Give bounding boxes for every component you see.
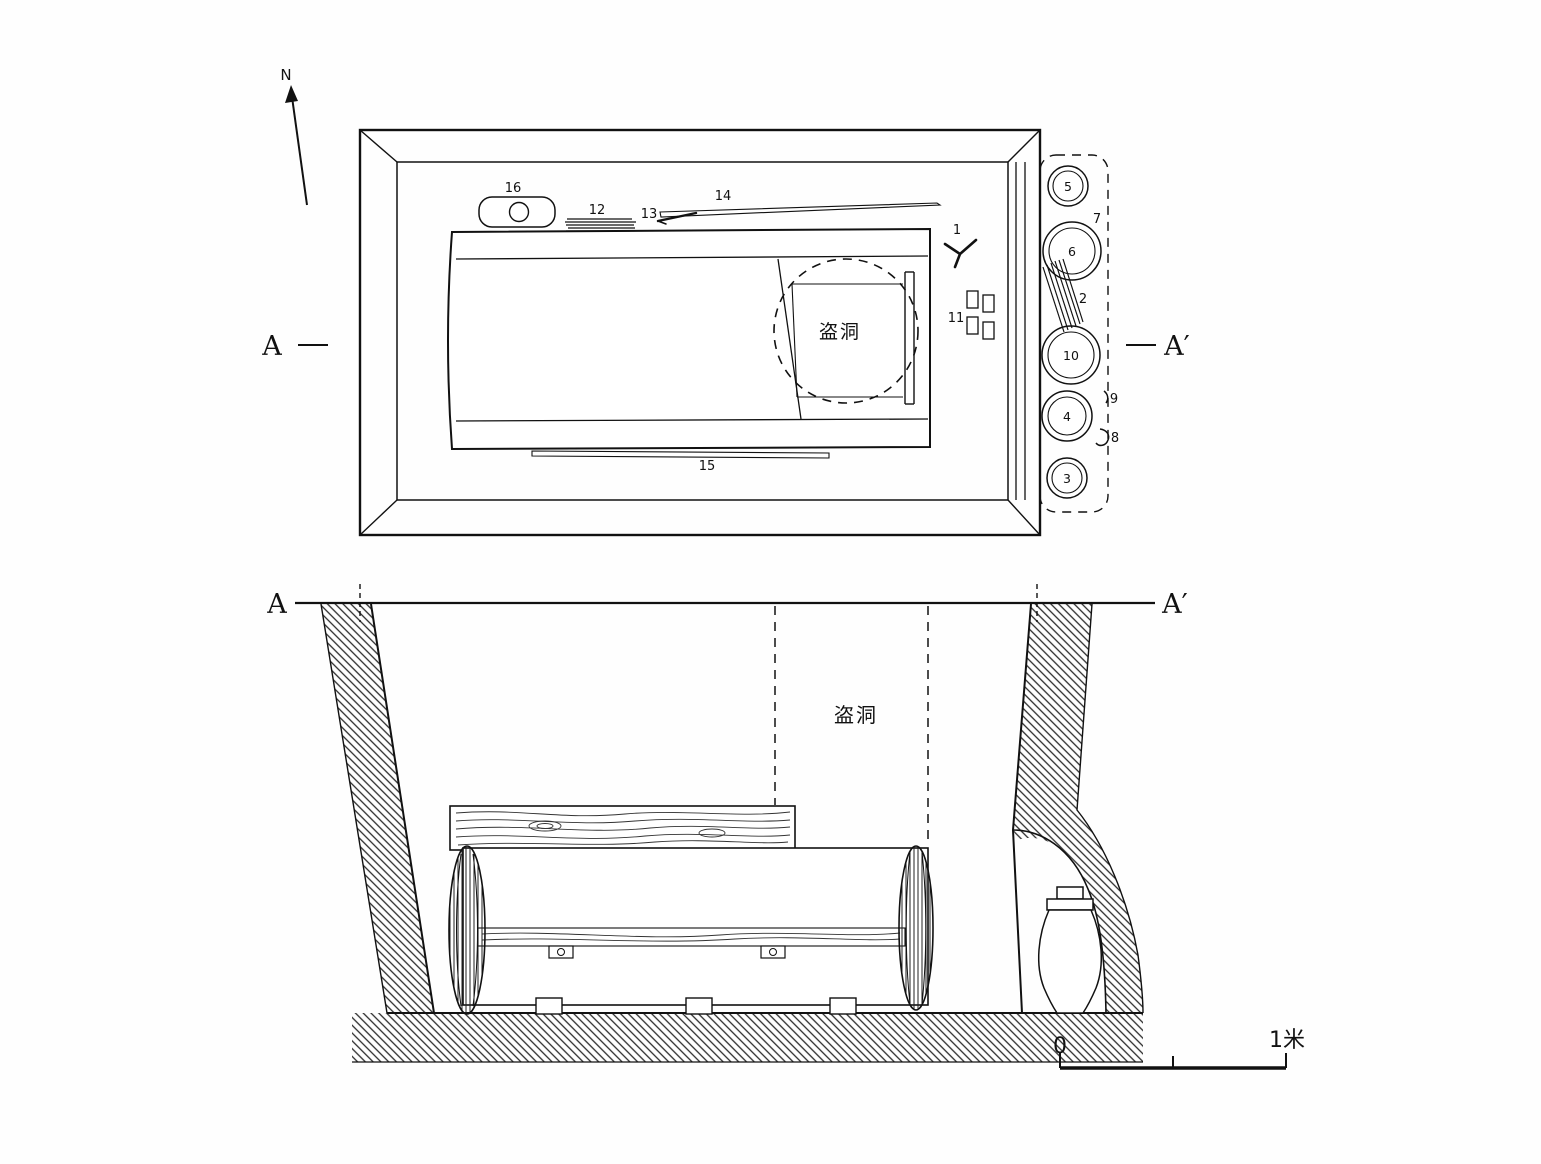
plan-corner-br bbox=[1007, 499, 1041, 536]
section-coffin-right-end bbox=[898, 845, 934, 1011]
section-soil bbox=[320, 603, 1144, 1063]
section-coffin bbox=[448, 805, 934, 1015]
section-coffin-lid bbox=[449, 805, 796, 851]
north-arrow: N bbox=[280, 66, 308, 206]
north-arrow-shaft bbox=[291, 96, 308, 206]
plan-coffin bbox=[447, 227, 931, 451]
label-1: 1 bbox=[953, 223, 961, 238]
plan-view: A A′ 盗洞 bbox=[261, 128, 1190, 537]
label-15: 15 bbox=[699, 459, 716, 474]
label-11: 11 bbox=[948, 311, 965, 326]
artifact-2-bundle bbox=[1042, 258, 1084, 333]
coffin-foot-2 bbox=[685, 997, 713, 1015]
label-4: 4 bbox=[1063, 409, 1071, 424]
plan-disturbed-area bbox=[791, 283, 903, 398]
label-3: 3 bbox=[1063, 471, 1071, 486]
label-16: 16 bbox=[505, 181, 522, 196]
jar-5: 5 bbox=[1047, 165, 1089, 207]
artifact-16-outline bbox=[478, 196, 556, 228]
pot-flange bbox=[1046, 898, 1094, 911]
section-niche-pot bbox=[1037, 886, 1103, 1014]
artifact-1-pronged-object: 1 bbox=[943, 223, 978, 269]
scale-bar: 0 1米 bbox=[1053, 1028, 1305, 1070]
section-ground: A A′ bbox=[266, 584, 1188, 622]
label-7: 7 bbox=[1093, 212, 1101, 227]
scale-zero-label: 0 bbox=[1053, 1034, 1067, 1059]
jar-6: 6 bbox=[1042, 221, 1102, 281]
jar-4: 4 bbox=[1041, 390, 1093, 442]
plan-corner-tl bbox=[359, 129, 398, 163]
label-9: 9 bbox=[1110, 392, 1118, 407]
label-2: 2 bbox=[1079, 292, 1087, 307]
label-6: 6 bbox=[1068, 244, 1076, 259]
plank-cleat-left bbox=[548, 945, 574, 959]
label-5: 5 bbox=[1064, 179, 1072, 194]
plan-coffin-end-board bbox=[904, 271, 915, 405]
section-niche-arc bbox=[1012, 829, 1107, 1014]
plan-robber-hole: 盗洞 bbox=[773, 258, 919, 404]
section-label-a: A bbox=[266, 589, 287, 620]
plan-pit-outline bbox=[358, 128, 1042, 537]
jar-10: 10 bbox=[1041, 325, 1101, 385]
artifact-9-mark: 9 bbox=[1103, 390, 1118, 407]
section-coffin-body bbox=[462, 847, 929, 1006]
section-coffin-feet bbox=[535, 997, 857, 1015]
plan-robber-hole-label: 盗洞 bbox=[819, 321, 861, 343]
artifact-15-shape bbox=[531, 450, 830, 459]
artifact-11-seals: 11 bbox=[948, 290, 995, 340]
plan-jar-cluster: 5 7 6 10 2 bbox=[1039, 154, 1119, 513]
plan-coffin-top-band bbox=[455, 255, 929, 260]
label-8: 8 bbox=[1111, 431, 1119, 446]
jar-3: 3 bbox=[1046, 457, 1088, 499]
plan-pit-outer-edge bbox=[358, 128, 1042, 537]
plan-section-label-a: A bbox=[261, 331, 282, 362]
plank-cleat-right-dot bbox=[769, 948, 777, 956]
north-arrow-head bbox=[285, 85, 298, 103]
coffin-foot-3 bbox=[829, 997, 857, 1015]
section-left-wall-inner-line bbox=[370, 603, 435, 1014]
plan-pit-inner-edge bbox=[396, 161, 1009, 501]
plan-corner-tr bbox=[1007, 129, 1041, 163]
label-10: 10 bbox=[1063, 348, 1079, 363]
section-view: A A′ 盗洞 bbox=[266, 584, 1188, 1063]
pot-body bbox=[1037, 909, 1103, 1014]
artifact-8-hook: 8 bbox=[1095, 428, 1119, 447]
section-robber-hole: 盗洞 bbox=[774, 606, 929, 845]
plank-cleat-left-dot bbox=[557, 948, 565, 956]
plan-section-label-a-prime: A′ bbox=[1163, 331, 1190, 362]
section-right-wall-hatch bbox=[1013, 604, 1143, 1013]
section-left-wall-outer-line bbox=[320, 603, 388, 1014]
plank-cleat-right bbox=[760, 945, 786, 959]
scale-unit-label: 1米 bbox=[1269, 1028, 1305, 1053]
label-12: 12 bbox=[589, 203, 606, 218]
plan-section-line: A A′ bbox=[261, 331, 1190, 362]
compass-label: N bbox=[280, 66, 291, 84]
section-coffin-plank bbox=[477, 927, 906, 959]
artifact-14-long-rod: 14 bbox=[659, 189, 942, 218]
artifact-16-knob bbox=[508, 201, 530, 223]
section-robber-hole-label: 盗洞 bbox=[834, 703, 878, 727]
jar-cluster-boundary bbox=[1039, 154, 1109, 513]
section-floor-hatch bbox=[352, 1013, 1143, 1062]
artifact-14-shape bbox=[659, 202, 942, 218]
label-14: 14 bbox=[715, 189, 732, 204]
artifact-15-stick: 15 bbox=[531, 450, 830, 474]
coffin-foot-1 bbox=[535, 997, 563, 1015]
artifact-1-shape bbox=[943, 238, 978, 269]
plan-corner-bl bbox=[359, 499, 398, 536]
label-13: 13 bbox=[641, 207, 658, 222]
artifact-16-box: 16 bbox=[478, 181, 556, 228]
section-coffin-left-end bbox=[448, 845, 486, 1015]
plan-robber-hole-circle bbox=[773, 258, 919, 404]
plan-coffin-bottom-band bbox=[455, 418, 929, 422]
section-left-wall-hatch bbox=[321, 604, 434, 1013]
artifact-12-strips: 12 bbox=[565, 203, 636, 232]
section-label-a-prime: A′ bbox=[1161, 589, 1188, 620]
section-right-wall-outer-line bbox=[1076, 603, 1144, 1014]
pot-knob bbox=[1056, 886, 1084, 900]
artifact-13-rod: 13 bbox=[641, 207, 698, 225]
